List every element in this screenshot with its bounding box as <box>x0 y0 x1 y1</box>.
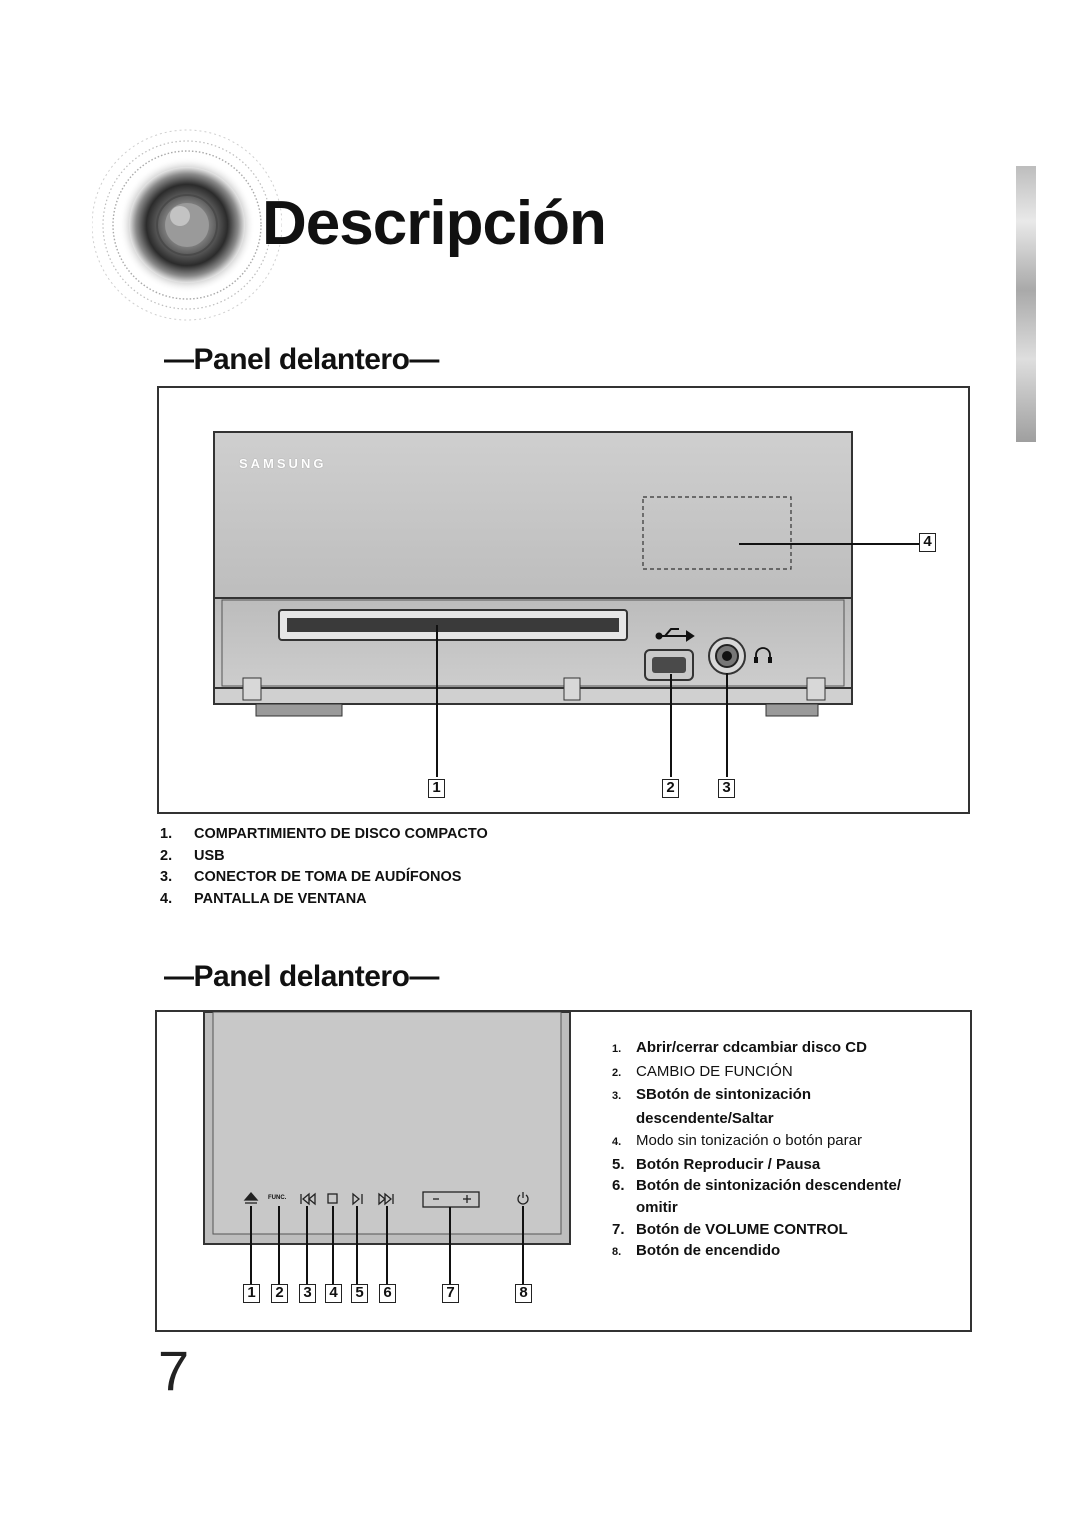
front-panel-device-illustration <box>213 431 919 777</box>
legend-item: 8. Botón de encendido <box>612 1240 967 1264</box>
legend-item: 1. Abrir/cerrar cdcambiar disco CD <box>612 1037 967 1061</box>
legend-item: 4. PANTALLA DE VENTANA <box>160 889 488 911</box>
callout-7: 7 <box>442 1284 459 1303</box>
control-panel-legend: 1. Abrir/cerrar cdcambiar disco CD 2. CAMB… <box>612 1037 967 1264</box>
speaker-disc-logo <box>92 129 282 321</box>
callout-8: 8 <box>515 1284 532 1303</box>
callout-2: 2 <box>662 779 679 798</box>
usb-symbol-icon <box>655 628 695 642</box>
legend-label: omitir <box>636 1198 678 1216</box>
page-title: Descripción <box>262 189 607 258</box>
legend-label: Botón Reproducir / Pausa <box>636 1155 821 1173</box>
legend-num: 2. <box>160 847 173 864</box>
callout-5: 5 <box>351 1284 368 1303</box>
front-panel-diagram-frame: SAMSUNG 4 1 2 3 <box>157 386 970 814</box>
legend-label: Botón de encendido <box>636 1242 781 1260</box>
legend-num <box>612 1108 636 1130</box>
legend-label: COMPARTIMIENTO DE DISCO COMPACTO <box>194 826 488 842</box>
callout-4: 4 <box>325 1284 342 1303</box>
control-panel-diagram-frame: FUNC. 1 2 3 4 5 6 7 8 <box>155 1010 972 1332</box>
front-panel-legend: 1. COMPARTIMIENTO DE DISCO COMPACTO 2. USB… <box>160 824 488 910</box>
func-button-label: FUNC. <box>268 1195 287 1201</box>
legend-label: CAMBIO DE FUNCIÓN <box>636 1062 793 1080</box>
legend-item: descendente/Saltar <box>612 1108 967 1130</box>
legend-item: 2. CAMBIO DE FUNCIÓN <box>612 1061 967 1085</box>
callout-6: 6 <box>379 1284 396 1303</box>
callout-3: 3 <box>299 1284 316 1303</box>
legend-num: 2. <box>612 1066 622 1079</box>
side-tab-decoration <box>1016 166 1036 442</box>
legend-label: CONECTOR DE TOMA DE AUDÍFONOS <box>194 869 462 885</box>
legend-item: 1. COMPARTIMIENTO DE DISCO COMPACTO <box>160 824 488 846</box>
legend-item: 5. Botón Reproducir / Pausa <box>612 1154 967 1176</box>
legend-label: USB <box>194 847 225 864</box>
legend-item: omitir <box>612 1197 967 1219</box>
legend-num: 4. <box>612 1135 622 1148</box>
legend-num: 3. <box>160 869 173 885</box>
callout-4: 4 <box>919 533 936 552</box>
legend-num: 5. <box>612 1155 625 1173</box>
legend-label: Abrir/cerrar cdcambiar disco CD <box>636 1039 867 1056</box>
headphone-icon <box>755 647 771 660</box>
legend-num: 3. <box>612 1090 622 1103</box>
brand-logo: SAMSUNG <box>239 456 327 471</box>
callout-2: 2 <box>271 1284 288 1303</box>
page-number: 7 <box>158 1339 190 1402</box>
section-heading-front-panel: —Panel delantero— <box>164 343 439 376</box>
legend-label: descendente/Saltar <box>636 1110 774 1128</box>
legend-label: Botón de VOLUME CONTROL <box>636 1220 848 1238</box>
legend-item: 4. Modo sin tonización o botón parar <box>612 1130 967 1154</box>
legend-num: 1. <box>612 1043 622 1055</box>
legend-num: 1. <box>160 826 173 842</box>
callout-1: 1 <box>243 1284 260 1303</box>
legend-item: 3. SBotón de sintonización <box>612 1084 967 1108</box>
legend-label: Modo sin tonización o botón parar <box>636 1131 862 1149</box>
control-panel-illustration <box>203 1012 571 1284</box>
callout-3: 3 <box>718 779 735 798</box>
legend-item: 6. Botón de sintonización descendente/ <box>612 1175 967 1197</box>
legend-num: 7. <box>612 1220 625 1238</box>
legend-num <box>612 1197 636 1219</box>
legend-item: 3. CONECTOR DE TOMA DE AUDÍFONOS <box>160 867 488 889</box>
legend-num: 6. <box>612 1177 625 1195</box>
legend-label: PANTALLA DE VENTANA <box>194 890 367 907</box>
callout-1: 1 <box>428 779 445 798</box>
legend-num: 4. <box>160 890 173 907</box>
legend-label: Botón de sintonización descendente/ <box>636 1177 902 1195</box>
legend-num: 8. <box>612 1246 622 1259</box>
legend-label: SBotón de sintonización <box>636 1086 811 1104</box>
section-heading-top-panel: —Panel delantero— <box>164 960 439 993</box>
legend-item: 7. Botón de VOLUME CONTROL <box>612 1219 967 1241</box>
legend-item: 2. USB <box>160 846 488 868</box>
